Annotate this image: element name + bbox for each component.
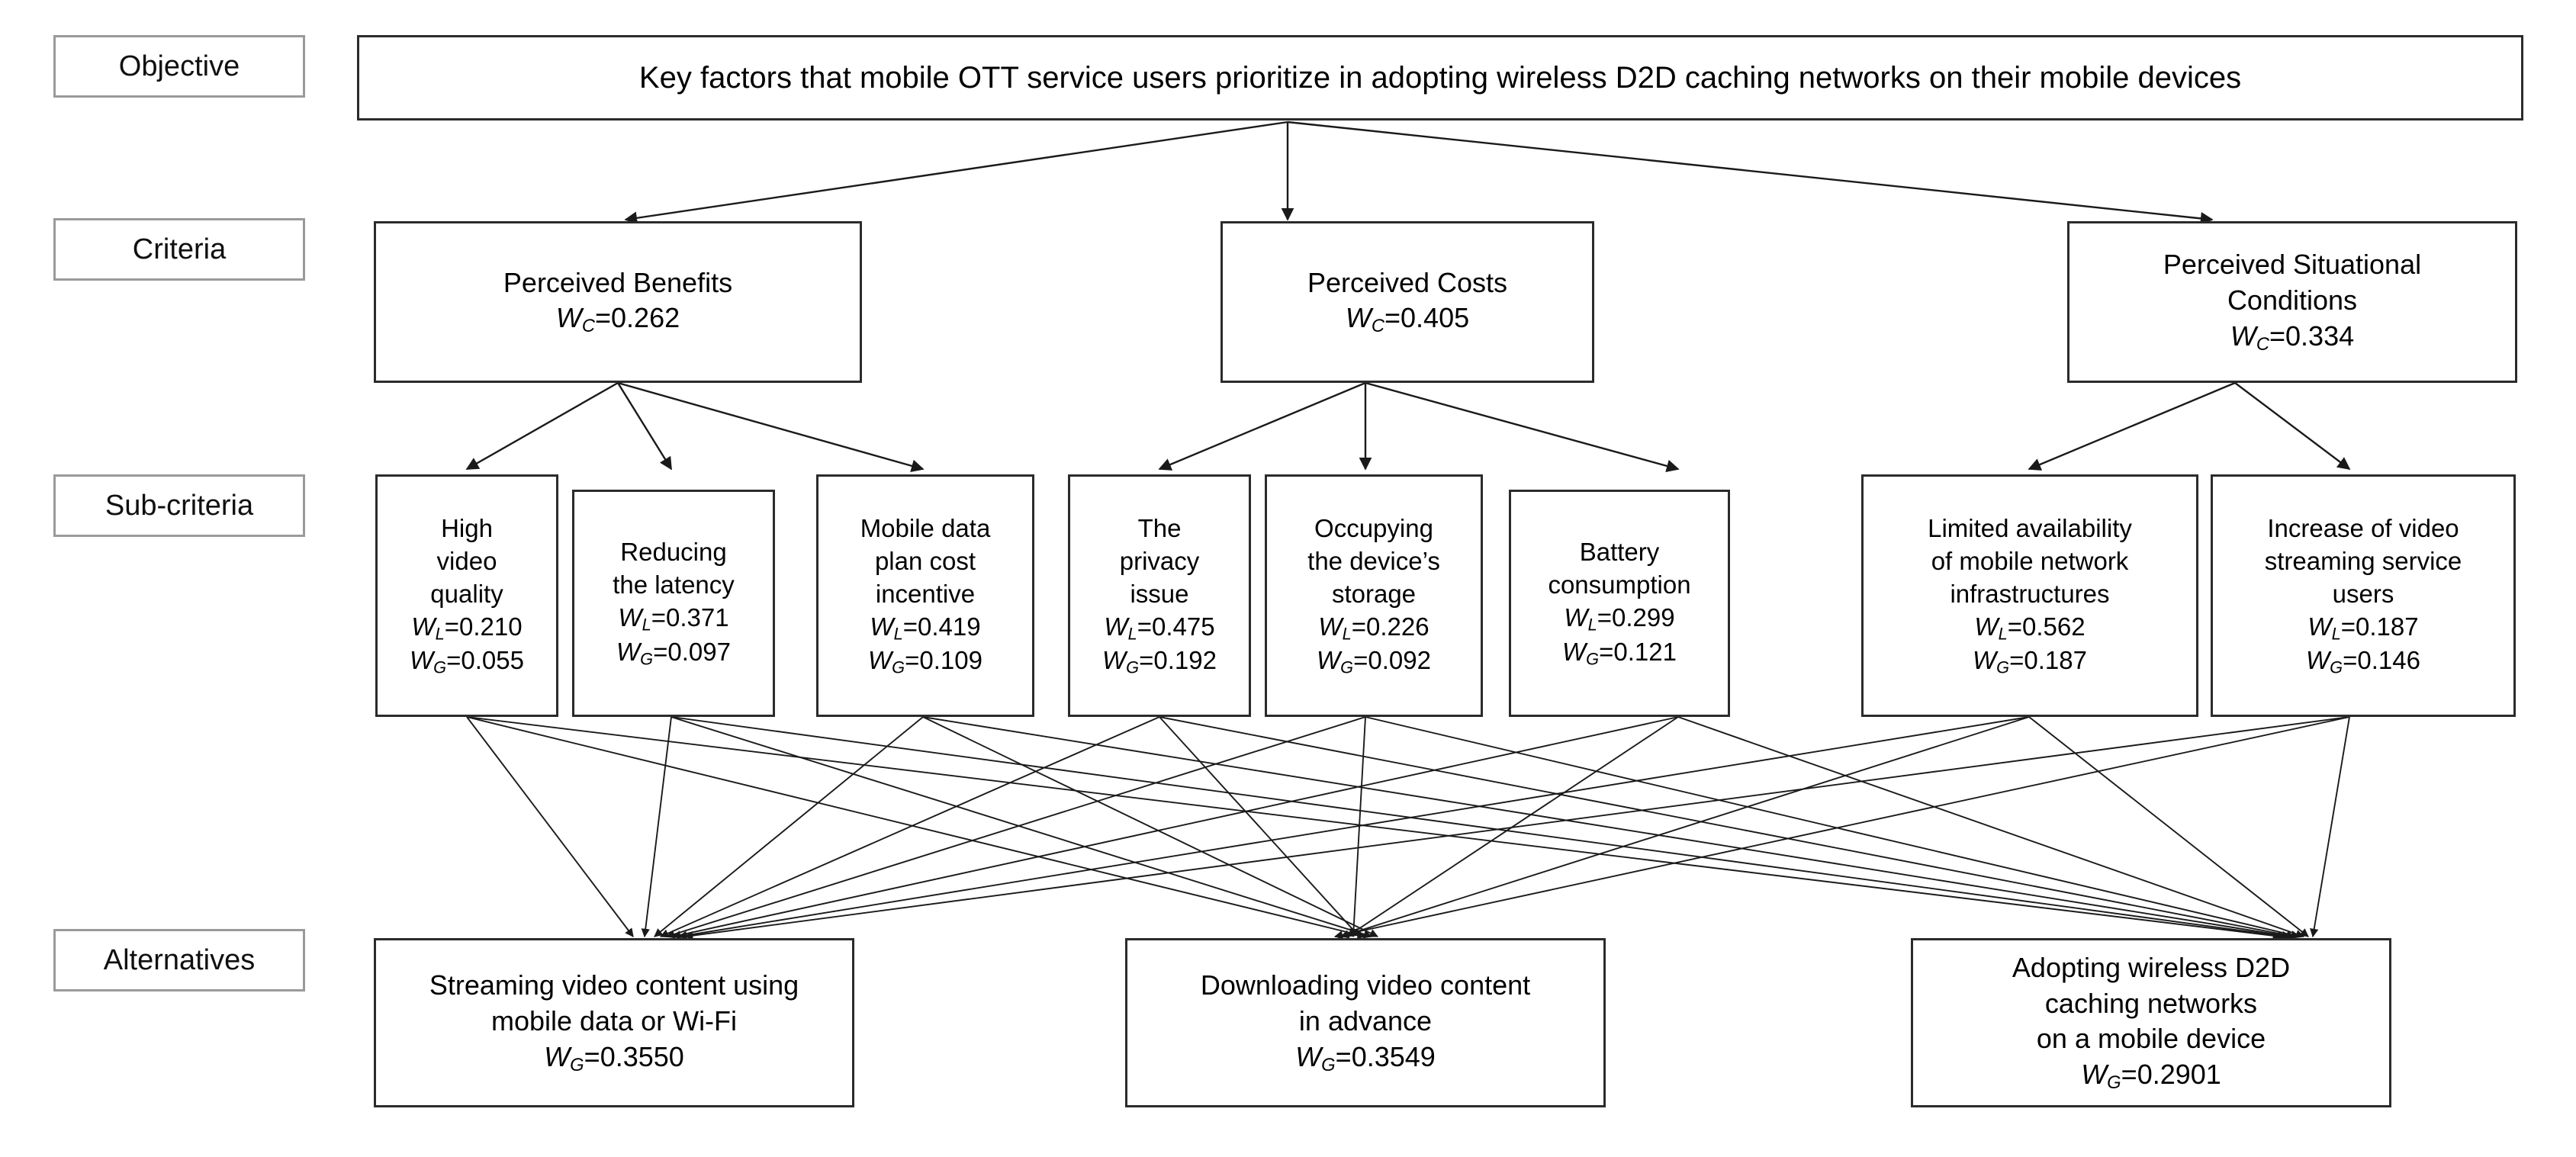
alternative-weight-wg: WG=0.3550 bbox=[544, 1040, 684, 1075]
subcriteria-name-line-3: incentive bbox=[875, 579, 976, 608]
subcriteria-name-line-3: users bbox=[2332, 579, 2394, 608]
subcriteria-name-line-3: storage bbox=[1331, 579, 1417, 608]
row-label-subcriteria: Sub-criteria bbox=[53, 474, 305, 537]
subcriteria-weight-wl: WL=0.371 bbox=[618, 603, 729, 635]
subcriteria-weight-wg: WG=0.192 bbox=[1102, 646, 1217, 677]
subcriteria-name-line-2: the latency bbox=[613, 570, 735, 599]
subcriteria-node-occupying-the-devices-storage[interactable]: Occupying the device’s storage WL=0.226 … bbox=[1265, 474, 1483, 717]
criteria-weight-wc: WC=0.334 bbox=[2230, 320, 2355, 355]
subcriteria-name-line-1: Limited availability bbox=[1928, 513, 2132, 542]
alternative-name-line-1: Adopting wireless D2D bbox=[2012, 951, 2291, 983]
subcriteria-name-line-1: Battery bbox=[1579, 538, 1660, 567]
subcriteria-weight-wl: WL=0.210 bbox=[411, 612, 523, 644]
subcriteria-weight-wg: WG=0.109 bbox=[868, 646, 982, 677]
criteria-name-line-1: Perceived Situational bbox=[2163, 249, 2422, 281]
subcriteria-name-line-2: consumption bbox=[1548, 570, 1691, 599]
alternative-node-adopting-wireless-d2d-caching[interactable]: Adopting wireless D2D caching networks o… bbox=[1911, 938, 2391, 1107]
subcriteria-node-increase-of-video-streaming-service-users[interactable]: Increase of video streaming service user… bbox=[2211, 474, 2516, 717]
subcriteria-name-line-3: infrastructures bbox=[1950, 579, 2110, 608]
alternative-name-line-1: Downloading video content bbox=[1200, 969, 1531, 1001]
criteria-node-perceived-benefits[interactable]: Perceived Benefits WC=0.262 bbox=[374, 221, 862, 383]
subcriteria-name-line-3: issue bbox=[1130, 579, 1189, 608]
alternative-node-downloading-video-content[interactable]: Downloading video content in advance WG=… bbox=[1125, 938, 1606, 1107]
alternative-name-line-2: mobile data or Wi-Fi bbox=[490, 1005, 738, 1037]
alternative-name-line-2: caching networks bbox=[2044, 987, 2258, 1019]
criteria-name: Perceived Benefits bbox=[503, 266, 733, 298]
subcriteria-weight-wg: WG=0.187 bbox=[1973, 646, 2087, 677]
subcriteria-weight-wl: WL=0.419 bbox=[870, 612, 981, 644]
alternative-name-line-1: Streaming video content using bbox=[429, 969, 799, 1001]
subcriteria-weight-wl: WL=0.187 bbox=[2307, 612, 2419, 644]
subcriteria-weight-wl: WL=0.475 bbox=[1104, 612, 1215, 644]
row-label-alternatives: Alternatives bbox=[53, 929, 305, 991]
subcriteria-node-reducing-the-latency[interactable]: Reducing the latency WL=0.371 WG=0.097 bbox=[572, 490, 775, 717]
criteria-to-subcriteria-edges bbox=[465, 381, 2351, 473]
objective-to-criteria-edges bbox=[624, 121, 2214, 225]
subcriteria-name-line-2: plan cost bbox=[874, 546, 976, 575]
subcriteria-weight-wl: WL=0.299 bbox=[1564, 603, 1675, 635]
criteria-name-line-2: Conditions bbox=[2227, 284, 2358, 317]
subcriteria-name-line-2: of mobile network bbox=[1931, 546, 2129, 575]
objective-text: Key factors that mobile OTT service user… bbox=[638, 61, 2242, 95]
subcriteria-weight-wl: WL=0.226 bbox=[1318, 612, 1430, 644]
row-label-alternatives-text: Alternatives bbox=[103, 943, 256, 976]
subcriteria-node-battery-consumption[interactable]: Battery consumption WL=0.299 WG=0.121 bbox=[1509, 490, 1730, 717]
alternative-name-line-2: in advance bbox=[1298, 1005, 1433, 1037]
alternative-node-streaming-video-content[interactable]: Streaming video content using mobile dat… bbox=[374, 938, 854, 1107]
subcriteria-to-alternatives-edges bbox=[466, 716, 2350, 940]
subcriteria-weight-wg: WG=0.121 bbox=[1562, 637, 1677, 669]
subcriteria-weight-wg: WG=0.092 bbox=[1317, 646, 1431, 677]
subcriteria-node-high-video-quality[interactable]: High video quality WL=0.210 WG=0.055 bbox=[375, 474, 558, 717]
objective-node[interactable]: Key factors that mobile OTT service user… bbox=[357, 35, 2523, 121]
subcriteria-name-line-2: streaming service bbox=[2264, 546, 2462, 575]
subcriteria-name-line-1: The bbox=[1137, 513, 1182, 542]
subcriteria-name-line-1: Increase of video bbox=[2267, 513, 2459, 542]
subcriteria-name-line-1: Occupying bbox=[1314, 513, 1433, 542]
subcriteria-name-line-1: High bbox=[441, 513, 493, 542]
criteria-node-perceived-costs[interactable]: Perceived Costs WC=0.405 bbox=[1220, 221, 1594, 383]
subcriteria-weight-wl: WL=0.562 bbox=[1974, 612, 2086, 644]
subcriteria-node-mobile-data-plan-cost-incentive[interactable]: Mobile data plan cost incentive WL=0.419… bbox=[816, 474, 1034, 717]
subcriteria-weight-wg: WG=0.055 bbox=[410, 646, 524, 677]
subcriteria-name-line-2: video bbox=[436, 546, 497, 575]
subcriteria-name-line-2: the device’s bbox=[1307, 546, 1440, 575]
subcriteria-node-limited-availability-of-mobile-network-infrastructures[interactable]: Limited availability of mobile network i… bbox=[1861, 474, 2198, 717]
row-label-subcriteria-text: Sub-criteria bbox=[105, 489, 254, 522]
subcriteria-name-line-1: Mobile data bbox=[860, 513, 991, 542]
alternative-weight-wg: WG=0.3549 bbox=[1295, 1040, 1436, 1075]
criteria-node-perceived-situational-conditions[interactable]: Perceived Situational Conditions WC=0.33… bbox=[2067, 221, 2517, 383]
subcriteria-name-line-2: privacy bbox=[1119, 546, 1200, 575]
subcriteria-name-line-1: Reducing bbox=[620, 538, 727, 567]
criteria-weight-wc: WC=0.262 bbox=[555, 302, 680, 337]
criteria-weight-wc: WC=0.405 bbox=[1345, 302, 1470, 337]
alternative-weight-wg: WG=0.2901 bbox=[2081, 1059, 2221, 1094]
subcriteria-name-line-3: quality bbox=[430, 579, 503, 608]
alternative-name-line-3: on a mobile device bbox=[2036, 1023, 2266, 1055]
row-label-objective-text: Objective bbox=[118, 50, 240, 82]
subcriteria-weight-wg: WG=0.146 bbox=[2306, 646, 2420, 677]
row-label-criteria-text: Criteria bbox=[132, 233, 227, 265]
subcriteria-node-the-privacy-issue[interactable]: The privacy issue WL=0.475 WG=0.192 bbox=[1068, 474, 1251, 717]
criteria-name: Perceived Costs bbox=[1307, 266, 1508, 298]
row-label-objective: Objective bbox=[53, 35, 305, 98]
subcriteria-weight-wg: WG=0.097 bbox=[616, 637, 731, 669]
row-label-criteria: Criteria bbox=[53, 218, 305, 281]
